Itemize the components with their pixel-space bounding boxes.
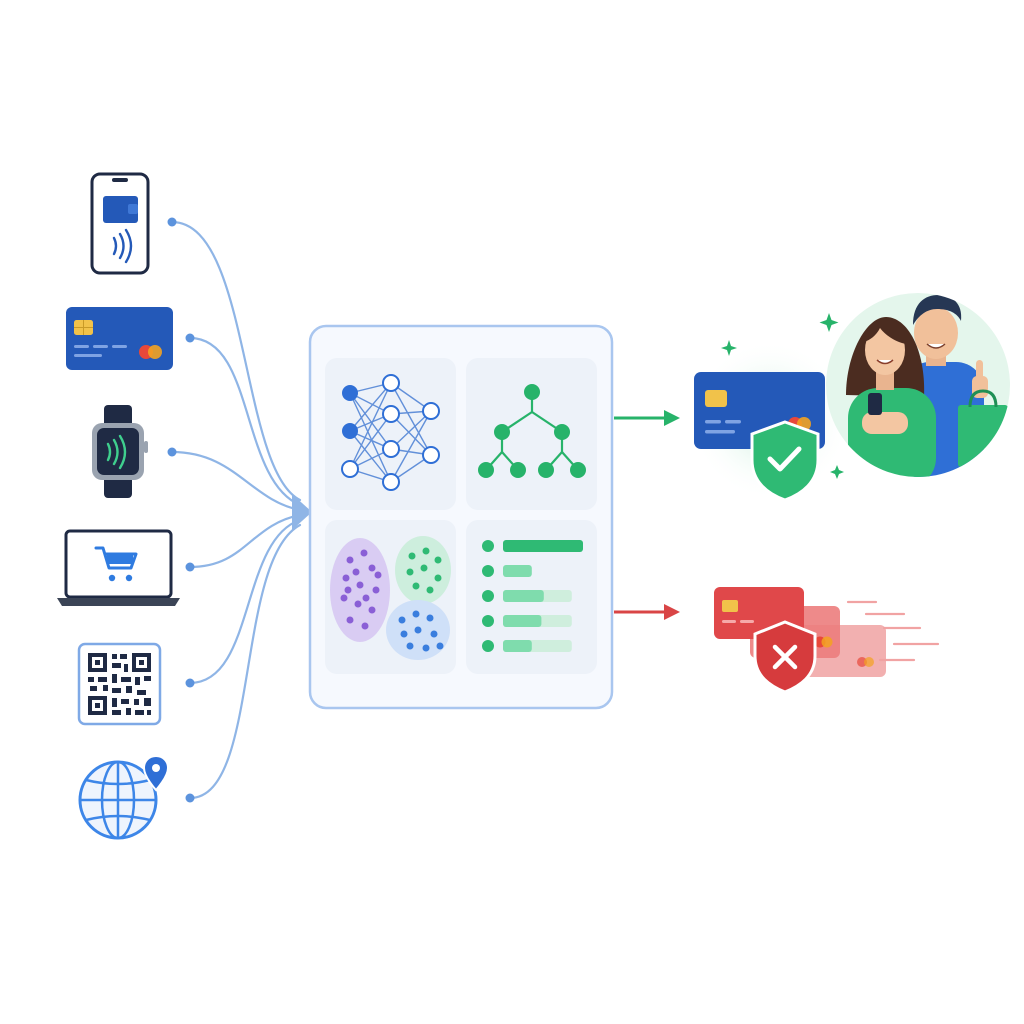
smartphone-contactless-icon [90, 172, 150, 275]
feature-bars-icon [482, 540, 583, 652]
shield-check-icon [750, 420, 820, 502]
feature-bar [503, 565, 532, 577]
sparkle-icon [819, 313, 839, 332]
sparkle-icon [721, 340, 737, 356]
declined-arrow [614, 604, 680, 620]
sparkle-icon [830, 465, 844, 479]
approved-arrow [614, 410, 680, 426]
connector-mobile-wallet [170, 220, 302, 502]
connector-laptop [188, 513, 302, 569]
feature-bullet [482, 565, 494, 577]
feature-bullet [482, 640, 494, 652]
input-connectors [170, 220, 312, 800]
globe-location-icon [78, 754, 170, 840]
laptop-cart-icon [57, 529, 180, 606]
tile-decision-tree [466, 358, 597, 510]
cluster-purple-points [340, 549, 382, 630]
connector-geolocation [188, 523, 302, 800]
connector-smartwatch [170, 450, 302, 512]
feature-bullet [482, 540, 494, 552]
feature-bullet [482, 615, 494, 627]
cluster-green-points [406, 547, 442, 594]
smartwatch-contactless-icon [92, 405, 148, 498]
feature-bar [503, 615, 542, 627]
credit-card-icon [66, 307, 173, 370]
cluster-blue-points [398, 610, 444, 652]
connector-credit-card [188, 336, 302, 507]
feature-bar [503, 640, 532, 652]
declined-outcome [714, 587, 940, 694]
approved-outcome [690, 293, 1010, 502]
connector-arrowhead [292, 494, 312, 530]
decision-tree-icon [478, 384, 586, 478]
feature-bullet [482, 590, 494, 602]
qr-code-icon [77, 642, 162, 726]
shield-x-icon [753, 620, 817, 694]
feature-bar [503, 540, 583, 552]
connector-qr-code [188, 518, 302, 685]
feature-bar [503, 590, 544, 602]
connector-dots [167, 217, 195, 803]
neural-network-icon [341, 374, 440, 491]
happy-customers-illustration [826, 293, 1010, 477]
cluster-blobs-icon [330, 536, 451, 660]
